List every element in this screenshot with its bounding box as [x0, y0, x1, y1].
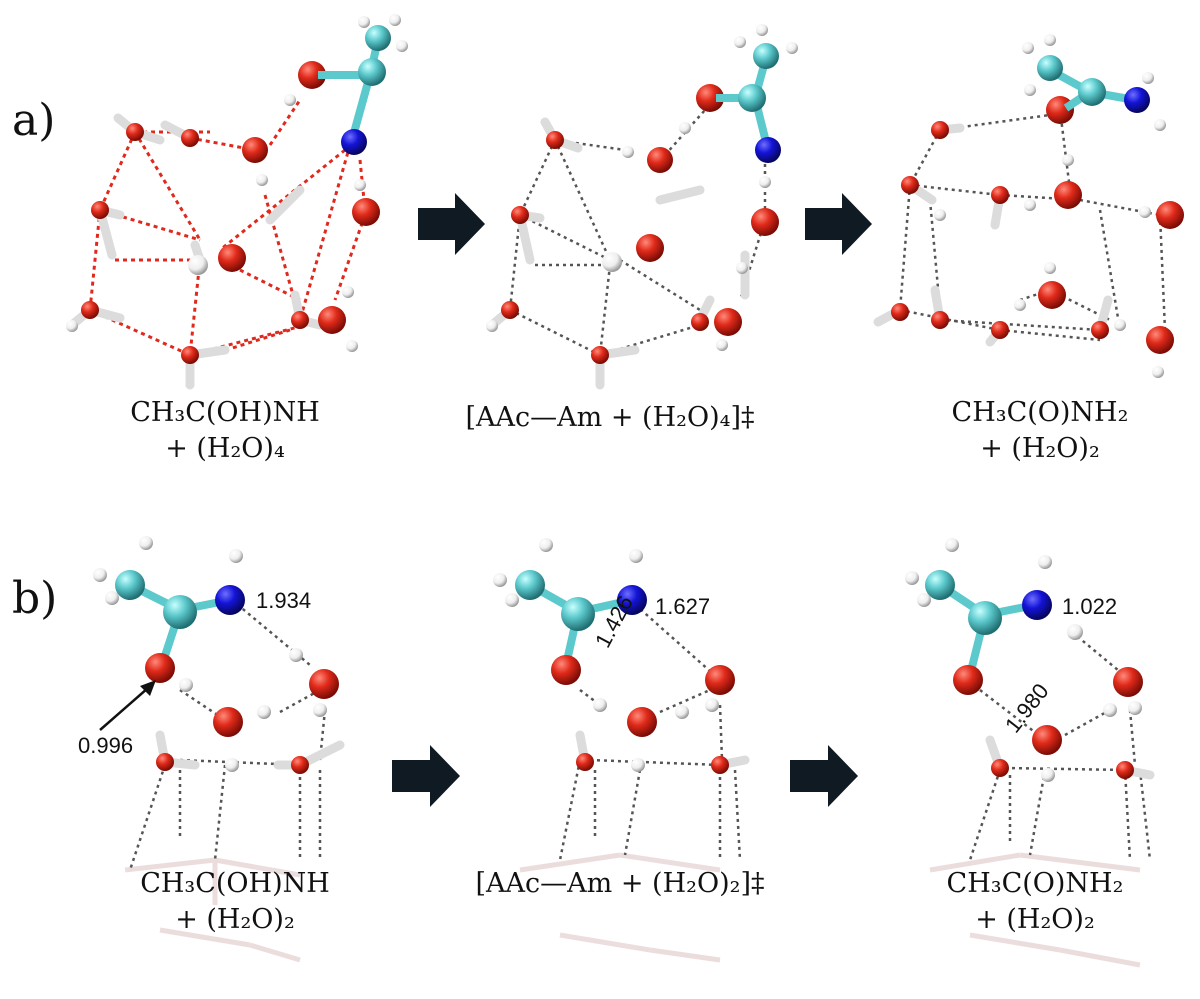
caption-b2-line1: [AAc—Am + (H₂O)₂]‡ [475, 868, 765, 899]
caption-b1: CH₃C(OH)NH + (H₂O)₂ [100, 866, 370, 938]
faded-lower-cluster-b1 [124, 857, 301, 963]
structure-b1 [93, 536, 345, 963]
distance-label-1934: 1.934 [256, 588, 312, 613]
reaction-arrows [392, 193, 872, 807]
hbond-network-b3 [968, 631, 1152, 861]
atoms-b2 [493, 538, 735, 774]
atoms-a3 [891, 34, 1184, 378]
caption-b2: [AAc—Am + (H₂O)₂]‡ [470, 866, 770, 902]
caption-b3-line2: + (H₂O)₂ [975, 904, 1095, 935]
faded-lower-cluster-b2 [519, 852, 721, 963]
arrow-icon-b2 [790, 745, 858, 807]
structure-b3 [905, 538, 1155, 968]
structure-b2 [493, 538, 750, 963]
structure-a3 [873, 34, 1184, 378]
caption-b1-line1: CH₃C(OH)NH [140, 868, 330, 899]
distance-label-0996: 0.996 [78, 733, 134, 758]
faded-lower-cluster-b3 [929, 852, 1141, 968]
caption-a3: CH₃C(O)NH₂ + (H₂O)₂ [910, 395, 1170, 467]
arrow-0996-pointer [99, 680, 156, 731]
caption-a3-line1: CH₃C(O)NH₂ [951, 397, 1129, 428]
caption-a3-line2: + (H₂O)₂ [980, 433, 1100, 464]
structure-a2 [486, 24, 798, 390]
panel-label-b: b) [12, 573, 58, 624]
caption-a2: [AAc—Am + (H₂O)₄]‡ [460, 400, 760, 436]
arrow-icon-b1 [392, 745, 460, 807]
covalent-bonds-a2 [487, 117, 750, 390]
caption-b3: CH₃C(O)NH₂ + (H₂O)₂ [905, 866, 1165, 938]
arrow-icon-a2 [805, 193, 872, 255]
hbond-network-b2 [558, 599, 742, 861]
atoms-a1 [66, 14, 408, 364]
caption-b3-line1: CH₃C(O)NH₂ [946, 868, 1124, 899]
covalent-bonds-b1 [155, 730, 345, 770]
atoms-b1 [93, 536, 339, 774]
caption-a1-line1: CH₃C(OH)NH [130, 397, 320, 428]
panel-label-a: a) [12, 95, 56, 146]
distance-label-1627: 1.627 [655, 594, 711, 619]
structure-a1 [66, 14, 408, 390]
caption-a2-line1: [AAc—Am + (H₂O)₄]‡ [465, 402, 755, 433]
distance-label-1022: 1.022 [1062, 594, 1118, 619]
caption-b1-line2: + (H₂O)₂ [175, 904, 295, 935]
covalent-bonds-a1 [67, 113, 325, 390]
arrow-icon-a1 [418, 193, 485, 255]
atoms-a2 [486, 24, 798, 364]
caption-a1-line2: + (H₂O)₄ [165, 433, 285, 464]
caption-a1: CH₃C(OH)NH + (H₂O)₄ [90, 395, 360, 467]
atoms-b3 [905, 538, 1143, 782]
